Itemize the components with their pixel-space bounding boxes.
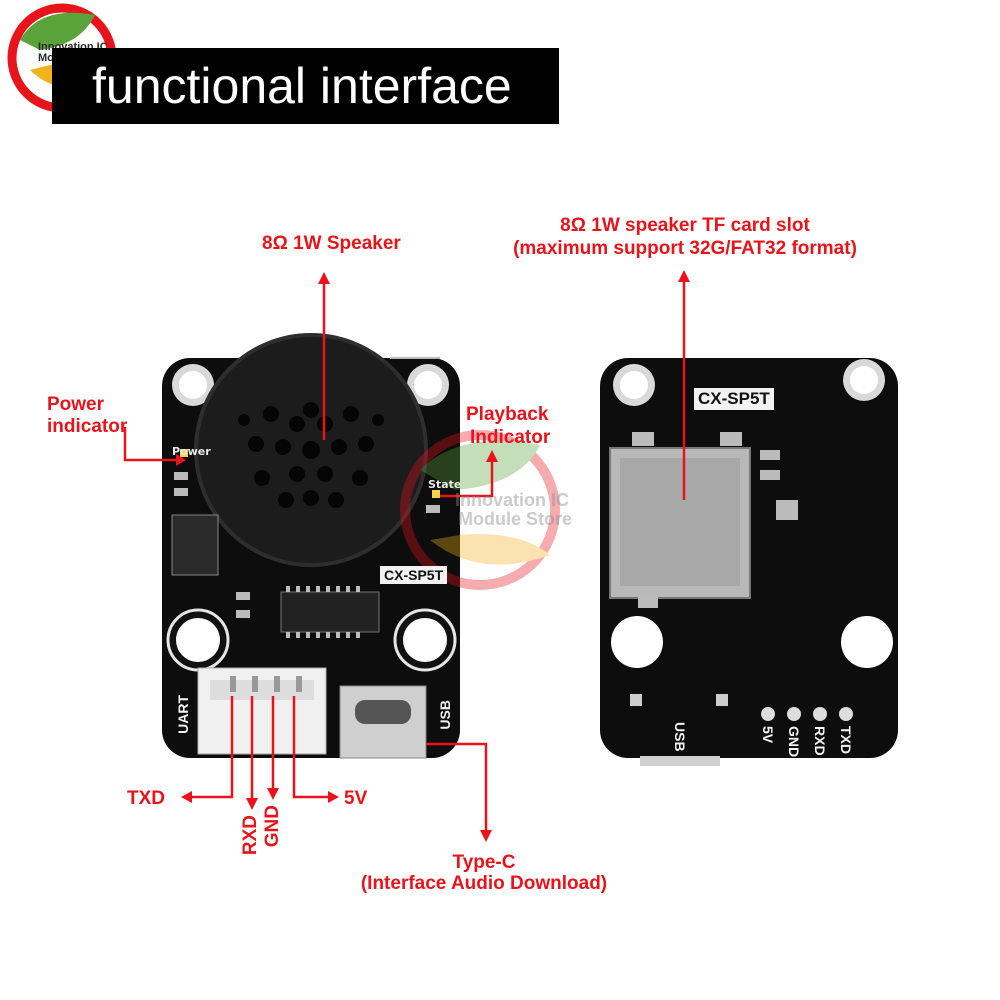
watermark-text-line2: Module Store	[458, 509, 573, 529]
back-model-label: CX-SP5T	[694, 388, 774, 410]
rxd-label: RXD	[240, 815, 261, 856]
front-state-silk: State	[428, 478, 462, 491]
speaker-label: 8Ω 1W Speaker	[262, 233, 401, 254]
back-pin-gnd: GND	[786, 726, 802, 758]
front-power-silk: Power	[172, 445, 211, 458]
playback-indicator-label-line2: Indicator	[470, 427, 551, 448]
power-indicator-label-line1: Power	[47, 394, 105, 415]
playback-indicator-label-line1: Playback	[466, 404, 549, 425]
tf-slot-label-line1: 8Ω 1W speaker TF card slot	[560, 215, 810, 236]
typec-label-line2: (Interface Audio Download)	[360, 873, 608, 894]
back-usb-silk: USB	[672, 722, 688, 752]
front-model-label: CX-SP5T	[380, 566, 448, 584]
page-title: functional interface	[52, 48, 559, 124]
watermark-logo	[400, 430, 560, 590]
back-pin-txd: TXD	[838, 726, 854, 754]
power-indicator-label-line2: indicator	[47, 416, 128, 437]
gnd-label: GND	[262, 805, 283, 848]
v5-label: 5V	[344, 788, 368, 809]
back-pin-rxd: RXD	[812, 726, 828, 756]
back-pin-5v: 5V	[760, 726, 776, 744]
typec-label-line1: Type-C	[452, 852, 516, 873]
watermark-text-line1: Innovation IC	[455, 490, 569, 510]
txd-label: TXD	[127, 788, 165, 809]
front-uart-silk: UART	[175, 695, 191, 734]
front-usb-silk: USB	[437, 700, 453, 730]
front-board	[162, 333, 460, 759]
tf-slot-label-line2: (maximum support 32G/FAT32 format)	[513, 238, 857, 259]
back-board	[600, 358, 898, 766]
